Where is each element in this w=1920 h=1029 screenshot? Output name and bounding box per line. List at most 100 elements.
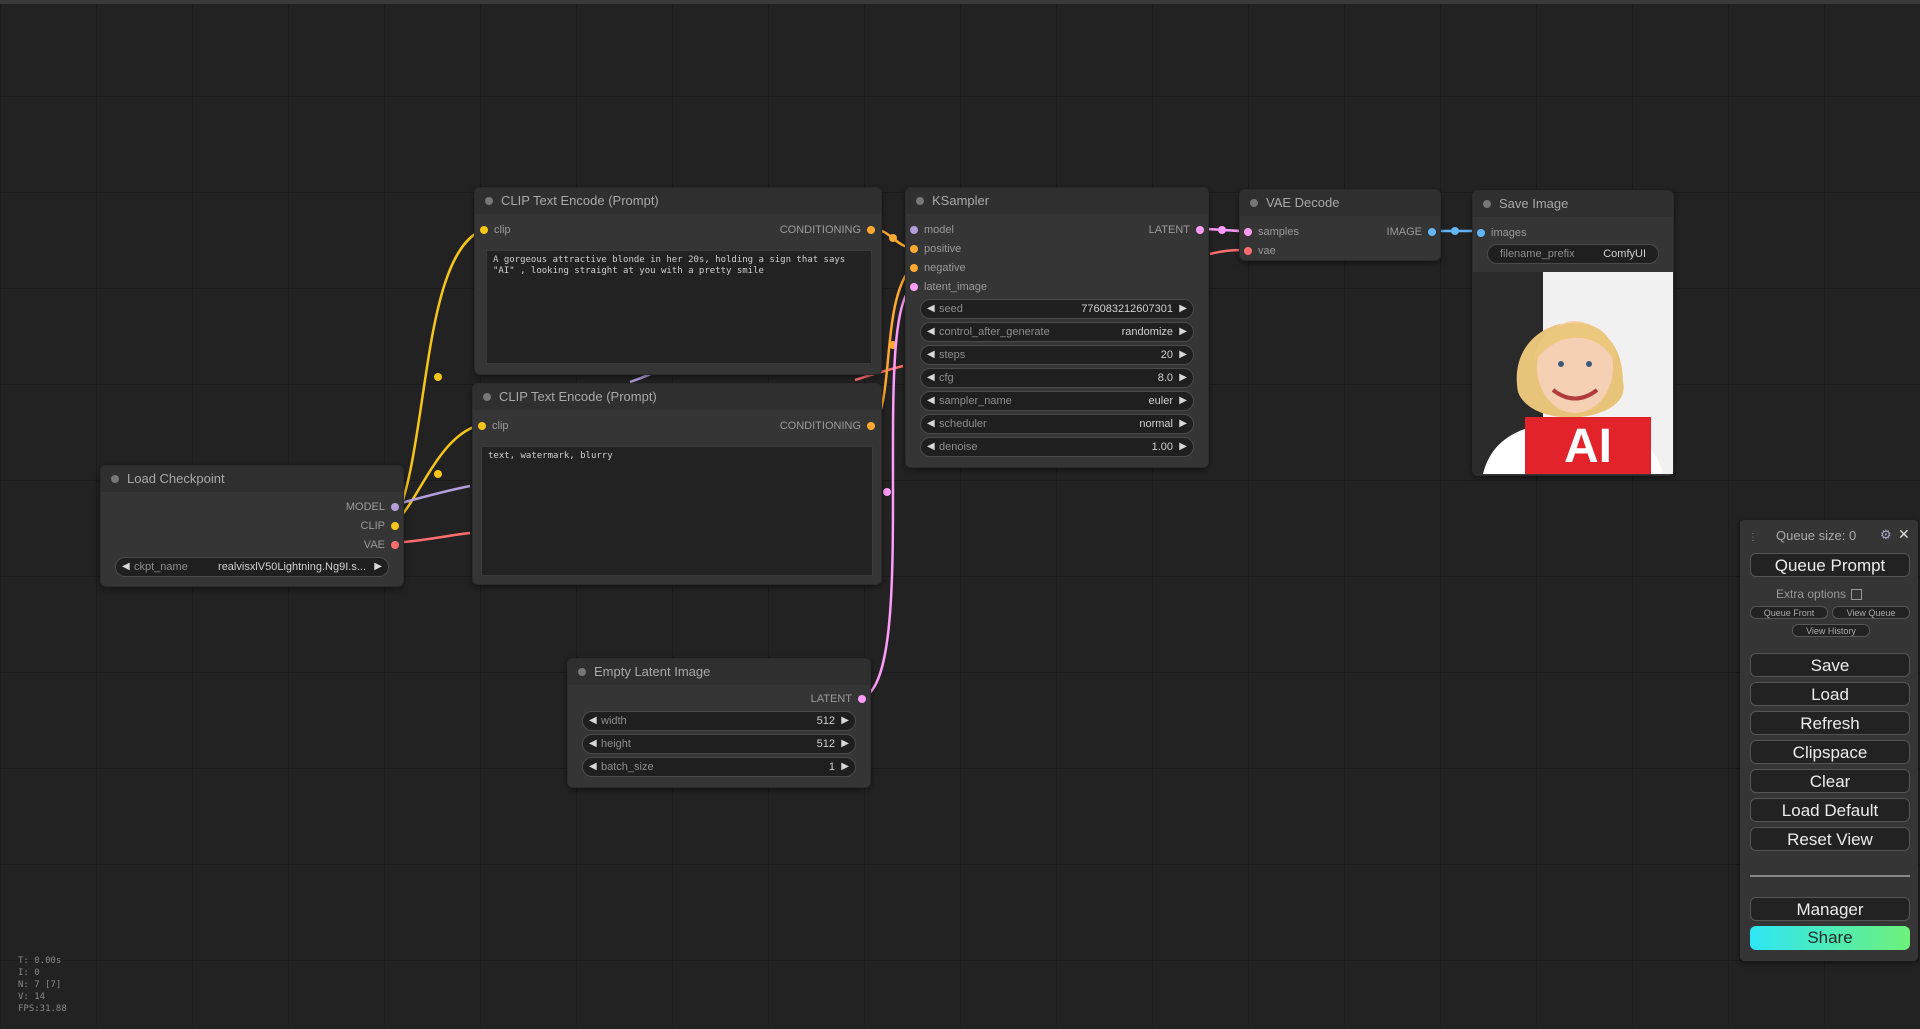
save-button[interactable]: Save (1750, 653, 1910, 677)
arrow-right-icon[interactable]: ▶ (1179, 372, 1187, 383)
share-button[interactable]: Share (1750, 926, 1910, 950)
scheduler-widget[interactable]: ◀ scheduler normal ▶ (920, 414, 1194, 434)
input-slot-samples[interactable]: samples (1244, 225, 1299, 239)
collapse-dot-icon[interactable] (916, 197, 924, 205)
node-title[interactable]: VAE Decode (1240, 190, 1440, 216)
extra-options-checkbox[interactable] (1851, 589, 1863, 601)
arrow-left-icon[interactable]: ◀ (927, 303, 935, 314)
refresh-button[interactable]: Refresh (1750, 711, 1910, 735)
arrow-right-icon[interactable]: ▶ (1179, 303, 1187, 314)
node-empty-latent-image[interactable]: Empty Latent Image LATENT ◀ width 512 ▶ … (567, 658, 871, 788)
widget-label: seed (939, 303, 963, 315)
seed-widget[interactable]: ◀ seed 776083212607301 ▶ (920, 299, 1194, 319)
denoise-widget[interactable]: ◀ denoise 1.00 ▶ (920, 437, 1194, 457)
arrow-right-icon[interactable]: ▶ (841, 715, 849, 726)
drag-handle-icon[interactable]: ⋮ (1748, 532, 1758, 543)
link-vae (393, 531, 471, 545)
prompt-textarea[interactable]: text, watermark, blurry (481, 446, 873, 576)
arrow-left-icon[interactable]: ◀ (927, 418, 935, 429)
input-slot-latent-image[interactable]: latent_image (910, 280, 987, 294)
clear-button[interactable]: Clear (1750, 769, 1910, 793)
node-load-checkpoint[interactable]: Load Checkpoint MODEL CLIP VAE ◀ ckpt_na… (100, 465, 404, 587)
load-default-button[interactable]: Load Default (1750, 798, 1910, 822)
output-slot-latent[interactable]: LATENT (811, 692, 866, 706)
output-slot-conditioning[interactable]: CONDITIONING (780, 419, 875, 433)
ckpt-name-combo[interactable]: ◀ ckpt_name realvisxlV50Lightning.Ng9I.s… (115, 557, 389, 577)
queue-front-button[interactable]: Queue Front (1750, 606, 1828, 619)
node-title[interactable]: Save Image (1473, 191, 1673, 217)
arrow-left-icon[interactable]: ◀ (589, 715, 597, 726)
widget-label: control_after_generate (939, 326, 1050, 338)
collapse-dot-icon[interactable] (578, 668, 586, 676)
cfg-widget[interactable]: ◀ cfg 8.0 ▶ (920, 368, 1194, 388)
input-slot-negative[interactable]: negative (910, 261, 966, 275)
clipspace-button[interactable]: Clipspace (1750, 740, 1910, 764)
pin-icon (478, 422, 486, 430)
widget-value: 1.00 (1151, 441, 1173, 453)
output-slot-clip[interactable]: CLIP (361, 519, 399, 533)
manager-button[interactable]: Manager (1750, 897, 1910, 921)
output-slot-latent[interactable]: LATENT (1149, 223, 1204, 237)
output-slot-image[interactable]: IMAGE (1387, 225, 1436, 239)
output-slot-model[interactable]: MODEL (346, 500, 399, 514)
collapse-dot-icon[interactable] (1250, 199, 1258, 207)
load-button[interactable]: Load (1750, 682, 1910, 706)
widget-label: steps (939, 349, 966, 361)
node-save-image[interactable]: Save Image images filename_prefix ComfyU… (1472, 190, 1674, 476)
extra-options-label[interactable]: Extra options (1776, 587, 1863, 601)
collapse-dot-icon[interactable] (111, 475, 119, 483)
output-slot-vae[interactable]: VAE (364, 538, 399, 552)
node-clip-text-encode-positive[interactable]: CLIP Text Encode (Prompt) clip CONDITION… (474, 187, 882, 375)
input-slot-clip[interactable]: clip (478, 419, 509, 433)
settings-gear-icon[interactable]: ⚙ (1880, 527, 1892, 542)
collapse-dot-icon[interactable] (485, 197, 493, 205)
collapse-dot-icon[interactable] (1483, 200, 1491, 208)
node-title[interactable]: CLIP Text Encode (Prompt) (475, 188, 881, 214)
width-widget[interactable]: ◀ width 512 ▶ (582, 711, 856, 731)
sampler-name-widget[interactable]: ◀ sampler_name euler ▶ (920, 391, 1194, 411)
height-widget[interactable]: ◀ height 512 ▶ (582, 734, 856, 754)
batch-size-widget[interactable]: ◀ batch_size 1 ▶ (582, 757, 856, 777)
arrow-left-icon[interactable]: ◀ (589, 761, 597, 772)
input-slot-images[interactable]: images (1477, 226, 1526, 240)
node-title[interactable]: Empty Latent Image (568, 659, 870, 685)
queue-prompt-button[interactable]: Queue Prompt (1750, 553, 1910, 577)
reset-view-button[interactable]: Reset View (1750, 827, 1910, 851)
arrow-right-icon[interactable]: ▶ (1179, 326, 1187, 337)
view-history-button[interactable]: View History (1792, 624, 1870, 637)
node-clip-text-encode-negative[interactable]: CLIP Text Encode (Prompt) clip CONDITION… (472, 383, 882, 585)
arrow-right-icon[interactable]: ▶ (1179, 395, 1187, 406)
input-slot-model[interactable]: model (910, 223, 954, 237)
close-icon[interactable]: ✕ (1898, 526, 1910, 542)
node-title[interactable]: KSampler (906, 188, 1208, 214)
steps-widget[interactable]: ◀ steps 20 ▶ (920, 345, 1194, 365)
arrow-left-icon[interactable]: ◀ (927, 326, 935, 337)
node-vae-decode[interactable]: VAE Decode samples vae IMAGE (1239, 189, 1441, 261)
filename-prefix-widget[interactable]: filename_prefix ComfyUI (1487, 244, 1659, 264)
arrow-right-icon[interactable]: ▶ (1179, 441, 1187, 452)
arrow-left-icon[interactable]: ◀ (122, 561, 130, 572)
prompt-textarea[interactable]: A gorgeous attractive blonde in her 20s,… (486, 250, 872, 364)
output-slot-conditioning[interactable]: CONDITIONING (780, 223, 875, 237)
arrow-right-icon[interactable]: ▶ (1179, 349, 1187, 360)
generated-image-preview[interactable]: AI (1473, 272, 1673, 474)
arrow-left-icon[interactable]: ◀ (927, 441, 935, 452)
arrow-right-icon[interactable]: ▶ (841, 738, 849, 749)
node-title[interactable]: CLIP Text Encode (Prompt) (473, 384, 881, 410)
arrow-right-icon[interactable]: ▶ (374, 561, 382, 572)
node-title[interactable]: Load Checkpoint (101, 466, 403, 492)
arrow-right-icon[interactable]: ▶ (841, 761, 849, 772)
node-ksampler[interactable]: KSampler model positive negative latent_… (905, 187, 1209, 468)
view-queue-button[interactable]: View Queue (1832, 606, 1910, 619)
arrow-left-icon[interactable]: ◀ (927, 349, 935, 360)
arrow-left-icon[interactable]: ◀ (927, 395, 935, 406)
input-slot-clip[interactable]: clip (480, 223, 511, 237)
input-slot-positive[interactable]: positive (910, 242, 961, 256)
input-slot-vae[interactable]: vae (1244, 244, 1276, 258)
portrait-image (1473, 272, 1673, 474)
collapse-dot-icon[interactable] (483, 393, 491, 401)
arrow-left-icon[interactable]: ◀ (927, 372, 935, 383)
arrow-right-icon[interactable]: ▶ (1179, 418, 1187, 429)
control-after-generate-widget[interactable]: ◀ control_after_generate randomize ▶ (920, 322, 1194, 342)
arrow-left-icon[interactable]: ◀ (589, 738, 597, 749)
